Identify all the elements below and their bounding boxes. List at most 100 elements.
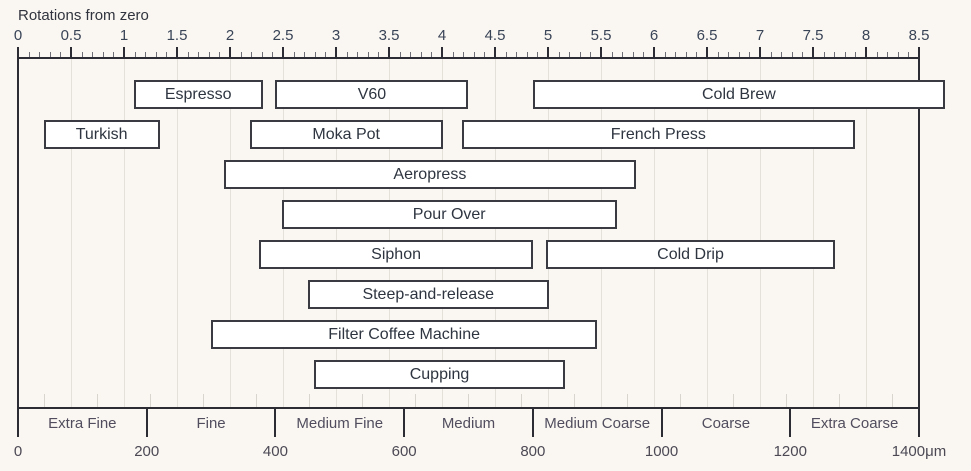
top-axis-minor-tick <box>505 52 507 57</box>
top-axis-minor-tick <box>367 52 369 57</box>
top-axis-minor-tick <box>855 52 857 57</box>
bottom-minor-tick <box>362 394 363 407</box>
top-axis-major-tick <box>547 47 549 57</box>
top-axis-major-tick <box>17 47 19 57</box>
category-label-extra-fine: Extra Fine <box>48 415 117 432</box>
top-axis-title: Rotations from zero <box>18 7 149 24</box>
bottom-axis-tick-label: 400 <box>262 443 288 460</box>
bottom-minor-tick <box>733 394 734 407</box>
top-axis-major-tick <box>282 47 284 57</box>
bar-turkish: Turkish <box>43 120 160 149</box>
top-axis-minor-tick <box>770 52 772 57</box>
gridline <box>865 59 867 407</box>
top-axis-minor-tick <box>293 52 295 57</box>
gridline <box>653 59 655 407</box>
category-label-medium-fine: Medium Fine <box>296 415 384 432</box>
top-axis-tick-label: 8.5 <box>908 27 930 44</box>
category-divider <box>145 409 148 437</box>
top-axis-minor-tick <box>314 52 316 57</box>
top-axis-minor-tick <box>590 52 592 57</box>
top-axis-minor-tick <box>166 52 168 57</box>
bottom-axis-tick-label: 1200 <box>773 443 807 460</box>
top-axis-minor-tick <box>39 52 41 57</box>
bar-espresso: Espresso <box>133 80 263 109</box>
top-axis-minor-tick <box>781 52 783 57</box>
top-axis-minor-tick <box>155 52 157 57</box>
top-axis-tick-label: 5.5 <box>590 27 612 44</box>
top-axis-minor-tick <box>569 52 571 57</box>
category-divider <box>789 409 792 437</box>
top-axis-major-tick <box>918 47 920 57</box>
top-axis-major-tick <box>70 47 72 57</box>
top-axis-minor-tick <box>28 52 30 57</box>
top-axis-minor-tick <box>81 52 83 57</box>
top-axis-major-tick <box>441 47 443 57</box>
bottom-axis-tick-label: 0 <box>13 443 23 460</box>
top-axis-minor-tick <box>622 52 624 57</box>
bottom-minor-tick <box>44 394 45 407</box>
top-axis-minor-tick <box>113 52 115 57</box>
gridline <box>600 59 602 407</box>
top-axis-tick-label: 3.5 <box>378 27 400 44</box>
top-axis-tick-label: 6.5 <box>696 27 718 44</box>
top-axis-minor-tick <box>749 52 751 57</box>
top-axis-minor-tick <box>219 52 221 57</box>
top-axis-minor-tick <box>558 52 560 57</box>
bottom-minor-tick <box>574 394 575 407</box>
gridline <box>812 59 814 407</box>
category-label-medium-coarse: Medium Coarse <box>544 415 651 432</box>
top-axis-minor-tick <box>908 52 910 57</box>
top-axis-tick-label: 2.5 <box>272 27 294 44</box>
bar-aeropress: Aeropress <box>223 160 636 189</box>
top-axis-minor-tick <box>717 52 719 57</box>
gridline <box>547 59 549 407</box>
top-axis-major-tick <box>865 47 867 57</box>
gridline <box>335 59 337 407</box>
top-axis-minor-tick <box>802 52 804 57</box>
top-axis-minor-tick <box>632 52 634 57</box>
bottom-minor-tick <box>256 394 257 407</box>
bar-siphon: Siphon <box>259 240 533 269</box>
bottom-minor-tick <box>203 394 204 407</box>
bar-cold-drip: Cold Drip <box>545 240 836 269</box>
top-axis-minor-tick <box>420 52 422 57</box>
top-axis-minor-tick <box>834 52 836 57</box>
top-axis-tick-label: 1 <box>119 27 129 44</box>
top-axis-minor-tick <box>431 52 433 57</box>
bottom-axis-tick-label: 200 <box>134 443 160 460</box>
top-axis-major-tick <box>759 47 761 57</box>
bar-v60: V60 <box>275 80 469 109</box>
gridline <box>123 59 125 407</box>
bottom-minor-tick <box>892 394 893 407</box>
bottom-minor-tick <box>521 394 522 407</box>
bottom-minor-tick <box>680 394 681 407</box>
gridline <box>759 59 761 407</box>
top-axis-minor-tick <box>696 52 698 57</box>
top-axis-minor-tick <box>304 52 306 57</box>
bar-moka-pot: Moka Pot <box>249 120 443 149</box>
category-label-coarse: Coarse <box>701 415 751 432</box>
top-axis-minor-tick <box>685 52 687 57</box>
top-axis-minor-tick <box>187 52 189 57</box>
top-axis-minor-tick <box>208 52 210 57</box>
bottom-axis-tick-label: 1400μm <box>891 443 947 460</box>
category-divider <box>660 409 663 437</box>
top-axis-major-tick <box>706 47 708 57</box>
top-axis-major-tick <box>653 47 655 57</box>
top-axis-minor-tick <box>378 52 380 57</box>
gridline <box>494 59 496 407</box>
top-axis-major-tick <box>123 47 125 57</box>
bottom-minor-tick <box>415 394 416 407</box>
top-axis-minor-tick <box>261 52 263 57</box>
top-axis-minor-tick <box>823 52 825 57</box>
top-axis-minor-tick <box>60 52 62 57</box>
bottom-minor-tick <box>839 394 840 407</box>
top-axis-minor-tick <box>49 52 51 57</box>
top-axis-major-tick <box>335 47 337 57</box>
top-axis-minor-tick <box>240 52 242 57</box>
gridline <box>388 59 390 407</box>
top-axis-tick-label: 8 <box>861 27 871 44</box>
top-axis-major-tick <box>494 47 496 57</box>
gridline <box>441 59 443 407</box>
